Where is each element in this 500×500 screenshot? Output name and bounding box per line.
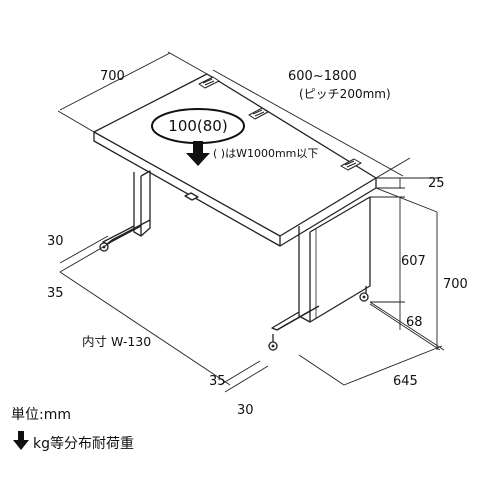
total-height-label: 700	[443, 277, 468, 292]
left-gap-bottom-label: 35	[47, 286, 64, 301]
pitch-label: (ピッチ200mm)	[299, 87, 391, 101]
unit-label: 単位:mm	[11, 407, 71, 423]
base-height-label: 68	[406, 315, 423, 330]
dimension-labels: 700 600~1800 (ピッチ200mm) 25 607 700 68 64…	[47, 69, 468, 418]
tabletop-edge	[93, 132, 377, 247]
load-value: 100(80)	[168, 117, 227, 135]
load-arrow-icon	[186, 141, 210, 166]
cable-port-icon	[340, 158, 362, 171]
leg-depth-label: 645	[393, 374, 418, 389]
right-leg-post	[298, 226, 311, 323]
right-gap-bottom-label: 30	[237, 403, 254, 418]
cable-port-icon	[198, 76, 220, 89]
right-gap-top-label: 35	[209, 374, 226, 389]
top-thickness-label: 25	[428, 176, 445, 191]
legend-arrow-icon	[13, 431, 29, 450]
leg-space-height-label: 607	[401, 254, 426, 269]
load-note: ( )はW1000mm以下	[213, 147, 318, 160]
load-legend-label: kg等分布耐荷重	[33, 436, 134, 452]
left-gap-top-label: 30	[47, 234, 64, 249]
depth-label: 700	[100, 69, 125, 84]
load-callout: 100(80) ( )はW1000mm以下	[151, 108, 318, 166]
right-leg-back-post	[309, 196, 371, 323]
inner-width-label: 内寸 W-130	[82, 334, 151, 349]
dimension-lines	[57, 51, 445, 393]
left-leg-post	[133, 172, 142, 237]
width-range-label: 600~1800	[288, 69, 357, 84]
left-leg-back-post	[140, 170, 151, 237]
cable-port-icon	[248, 107, 269, 120]
